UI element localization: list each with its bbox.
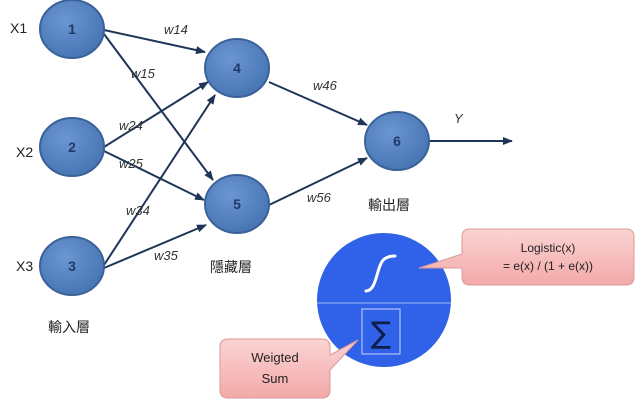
weighted-sum-callout: Weigted Sum: [219, 338, 359, 399]
weight-w56: w56: [307, 190, 332, 205]
node-2-label: 2: [68, 139, 76, 155]
node-2: [39, 117, 105, 177]
input-label-x3: X3: [16, 258, 33, 274]
sum-box: [361, 308, 401, 355]
edge-1-5: [103, 33, 214, 181]
node-6: [364, 111, 430, 171]
weight-w34: w34: [126, 203, 150, 218]
output-label-y: Y: [454, 111, 464, 126]
edge-1-4: [103, 29, 206, 54]
edge-3-5: [103, 224, 207, 269]
node-5: [204, 174, 270, 234]
edge-4-6: [268, 81, 368, 126]
edge-2-5: [103, 150, 205, 201]
node-5-label: 5: [233, 196, 241, 212]
node-4: [204, 38, 270, 98]
node-6-label: 6: [393, 133, 401, 149]
sum-line2: Sum: [262, 371, 289, 386]
node-1: [39, 0, 105, 59]
edge-5-6: [268, 157, 368, 206]
sigma-icon: ∑: [371, 316, 391, 351]
input-layer-label: 輸入層: [48, 319, 90, 335]
node-3-label: 3: [68, 258, 76, 274]
weight-w24: w24: [119, 118, 143, 133]
hidden-layer-label: 隱藏層: [210, 259, 252, 275]
weight-w14: w14: [164, 22, 188, 37]
sigmoid-curve-icon: [364, 254, 397, 293]
logistic-line2: = e(x) / (1 + e(x)): [503, 259, 593, 273]
logistic-callout: Logistic(x) = e(x) / (1 + e(x)): [418, 228, 635, 286]
weight-w25: w25: [119, 156, 144, 171]
sum-line1: Weigted: [251, 350, 298, 365]
weight-w35: w35: [154, 248, 179, 263]
edge-3-4: [103, 94, 216, 266]
weight-w46: w46: [313, 78, 338, 93]
output-layer-label: 輸出層: [368, 197, 410, 213]
node-3: [39, 236, 105, 296]
input-label-x1: X1: [10, 20, 27, 36]
neuron-detail: ∑: [317, 233, 451, 367]
edge-2-4: [103, 81, 209, 148]
weight-w15: w15: [131, 66, 156, 81]
logistic-line1: Logistic(x): [521, 241, 576, 255]
input-label-x2: X2: [16, 144, 33, 160]
node-4-label: 4: [233, 60, 241, 76]
node-1-label: 1: [68, 21, 76, 37]
